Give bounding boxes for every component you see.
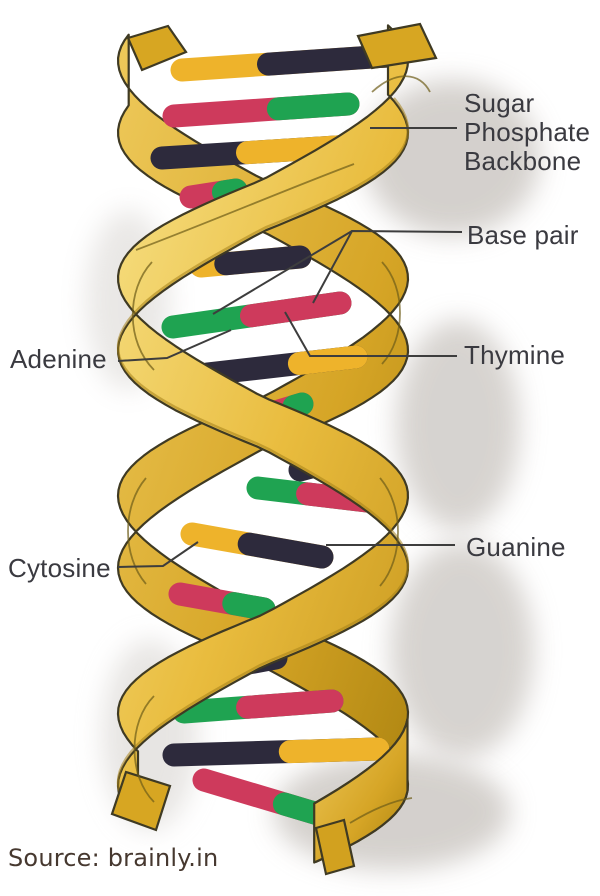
cytosine-line	[117, 541, 199, 568]
base-green	[266, 92, 360, 121]
ribbon-creases	[127, 75, 431, 824]
shadow-blob	[364, 80, 540, 236]
base-navy	[214, 245, 312, 276]
base-pair-rung-r7	[195, 345, 368, 386]
adenine-line	[117, 329, 232, 362]
shadow-blob	[396, 320, 520, 530]
base-pair-line-green	[212, 230, 353, 315]
thymine-line	[284, 311, 457, 357]
base-pair-rung-r11	[180, 522, 334, 569]
crease-line	[127, 477, 147, 585]
base-pair-rung-r5	[189, 245, 312, 278]
crease-line	[135, 163, 355, 251]
base-pair-rung-r12	[168, 582, 276, 621]
base-red	[236, 689, 344, 719]
shadow-blob	[390, 542, 534, 758]
base-pair-rung-r14	[172, 689, 344, 724]
crease-line	[381, 261, 401, 365]
base-yellow	[287, 345, 368, 375]
leader-lines	[117, 127, 463, 568]
base-pair-rung-r1	[170, 44, 400, 82]
crease-line	[349, 797, 413, 824]
backbone-strand-front	[110, 22, 438, 832]
base-navy	[237, 532, 334, 569]
base-green	[222, 592, 276, 621]
crease-line	[379, 477, 399, 587]
crease-line	[133, 695, 155, 803]
backbone-strand-back-end	[313, 717, 409, 876]
base-green	[282, 392, 314, 418]
crease-line	[371, 75, 431, 93]
ribbon-end-top-right	[356, 22, 438, 70]
ribbon-end-bottom-right	[314, 818, 356, 876]
base-pair-rung-r6	[161, 291, 352, 339]
base-pair-rung-r2	[162, 92, 360, 128]
ribbon-edge-accent	[116, 97, 410, 819]
base-pair-rung-r15	[162, 737, 390, 767]
ribbon-end-bottom-left	[110, 770, 172, 832]
ribbon-end-top-left	[126, 24, 188, 72]
base-red	[240, 291, 352, 328]
base-yellow	[278, 737, 390, 764]
